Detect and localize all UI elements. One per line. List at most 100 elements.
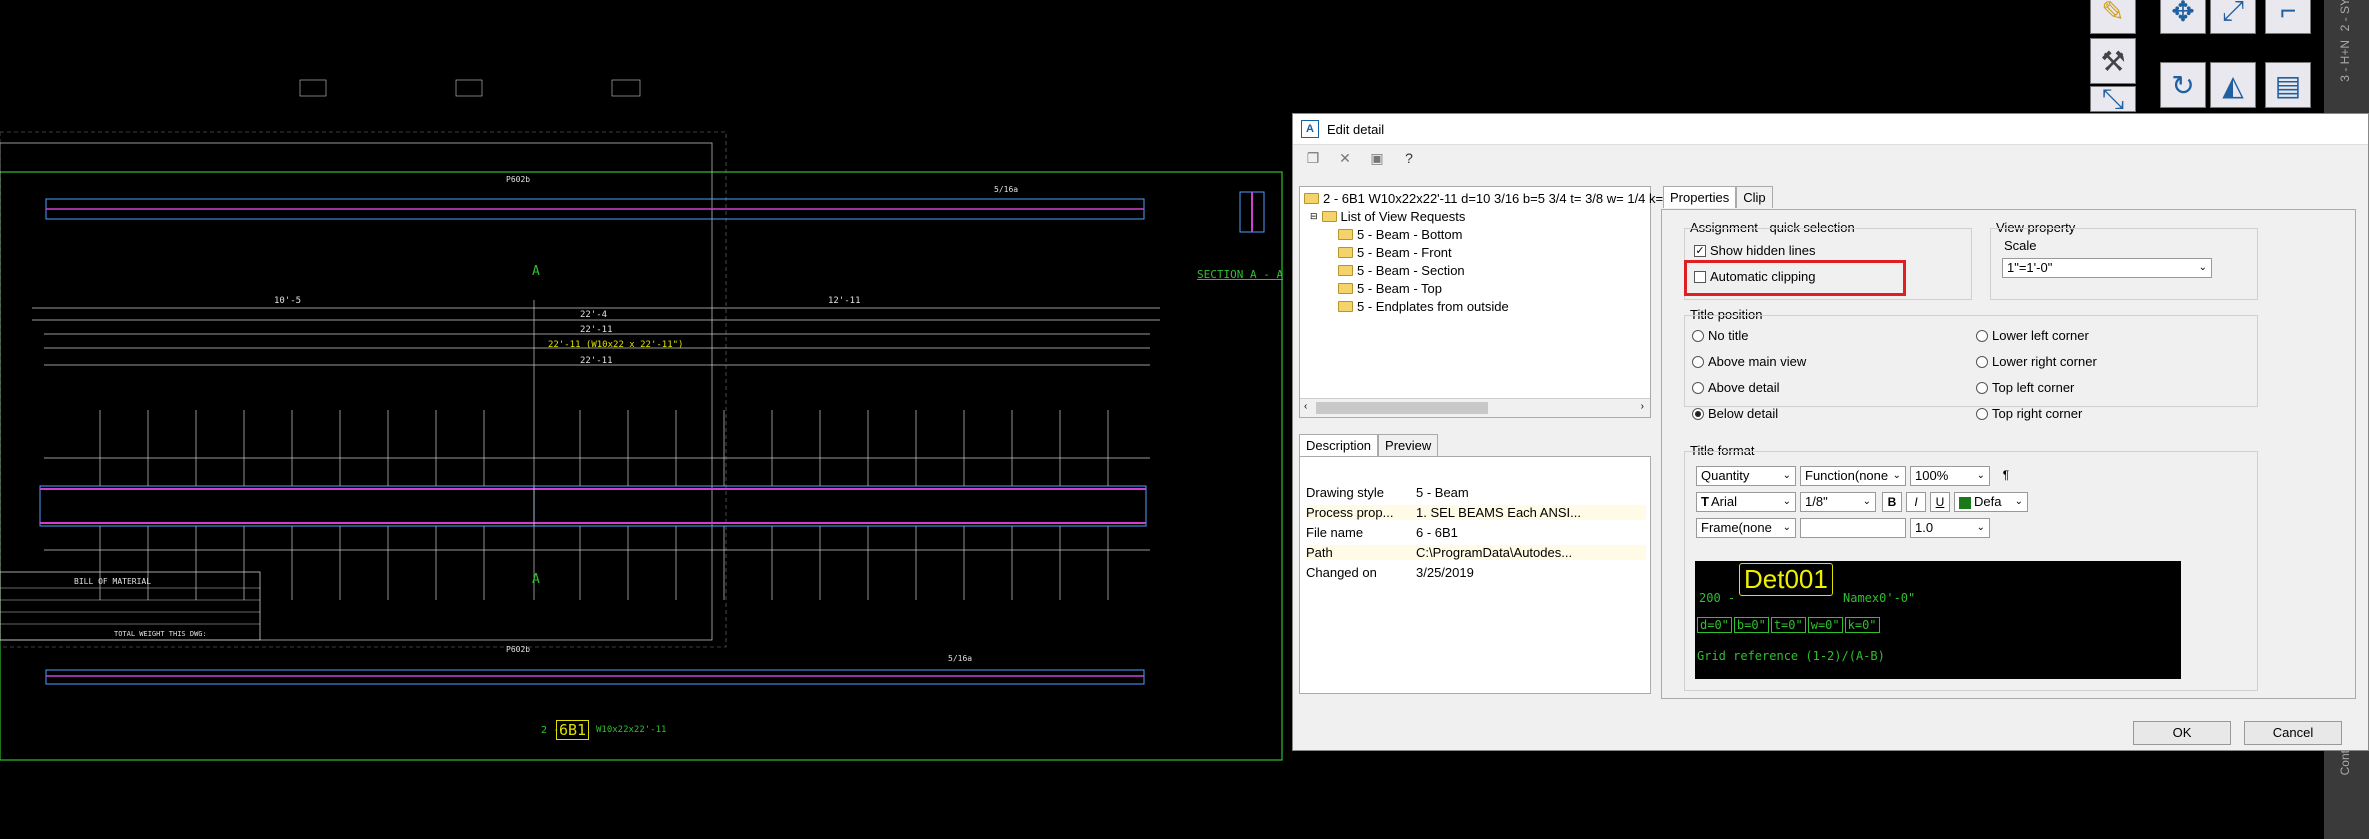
- dim-label: 10'-5: [274, 296, 302, 306]
- radio-label: Top left corner: [1992, 380, 2075, 395]
- scroll-thumb[interactable]: [1316, 402, 1488, 414]
- detail-tree[interactable]: 2 - 6B1 W10x22x22'-11 d=10 3/16 b=5 3/4 …: [1299, 186, 1663, 418]
- tab-preview[interactable]: Preview: [1378, 434, 1439, 456]
- cancel-button[interactable]: Cancel: [2244, 721, 2342, 745]
- color-select[interactable]: Defa⌄: [1954, 492, 2028, 512]
- profile-icon[interactable]: ⌐: [2265, 0, 2311, 34]
- chevron-down-icon: ⌄: [1782, 496, 1791, 507]
- underline-button[interactable]: U: [1930, 492, 1950, 512]
- bold-button[interactable]: B: [1882, 492, 1902, 512]
- quantity-select[interactable]: Quantity⌄: [1696, 466, 1796, 486]
- ok-button[interactable]: OK: [2133, 721, 2231, 745]
- tree-hscrollbar[interactable]: ‹ ›: [1300, 398, 1650, 417]
- radio-button[interactable]: [1976, 381, 1988, 394]
- percent-select[interactable]: 100%⌄: [1910, 466, 1990, 486]
- checkbox-box[interactable]: [1694, 270, 1706, 283]
- weld-label: 5/16a: [948, 654, 973, 663]
- tree-item[interactable]: 5 - Endplates from outside: [1338, 299, 1509, 314]
- scroll-left-icon[interactable]: ‹: [1304, 401, 1308, 412]
- show-hidden-lines-checkbox[interactable]: ✓ Show hidden lines: [1694, 243, 1816, 258]
- radio-below-detail[interactable]: Below detail: [1692, 406, 1778, 421]
- select-value: 1.0: [1915, 520, 1934, 535]
- preview-box: d=0": [1697, 617, 1732, 633]
- collapse-icon[interactable]: ⊟: [1310, 211, 1318, 221]
- radio-above-detail[interactable]: Above detail: [1692, 380, 1780, 395]
- desc-value: 3/25/2019: [1416, 565, 1474, 580]
- radio-button[interactable]: [1692, 329, 1704, 342]
- save-icon[interactable]: ▣: [1370, 149, 1384, 166]
- chevron-down-icon: ⌄: [2198, 262, 2207, 273]
- automatic-clipping-checkbox[interactable]: Automatic clipping: [1694, 269, 1816, 284]
- mirror-icon[interactable]: ◭: [2210, 62, 2256, 108]
- title-position-label: Title position: [1688, 307, 1765, 322]
- tree-item-label: 5 - Endplates from outside: [1357, 299, 1509, 314]
- radio-no-title[interactable]: No title: [1692, 328, 1748, 343]
- dialog-titlebar[interactable]: A Edit detail: [1293, 114, 2368, 145]
- desc-key: File name: [1306, 525, 1364, 540]
- section-marker: A: [532, 264, 540, 279]
- tab-description[interactable]: Description: [1299, 434, 1379, 456]
- title-format-group: [1684, 451, 2258, 691]
- radio-button[interactable]: [1692, 355, 1704, 368]
- tree-list-node[interactable]: ⊟List of View Requests: [1310, 209, 1465, 224]
- radio-above-main-view[interactable]: Above main view: [1692, 354, 1806, 369]
- radio-button[interactable]: [1976, 355, 1988, 368]
- align-icon[interactable]: ▤: [2265, 62, 2311, 108]
- radio-lower-right-corner[interactable]: Lower right corner: [1976, 354, 2097, 369]
- bom-total: TOTAL WEIGHT THIS DWG:: [114, 630, 207, 638]
- rotate-icon[interactable]: ↻: [2160, 62, 2206, 108]
- scale-label: Scale: [2002, 238, 2039, 253]
- help-icon[interactable]: ?: [1405, 150, 1413, 166]
- tree-root[interactable]: 2 - 6B1 W10x22x22'-11 d=10 3/16 b=5 3/4 …: [1304, 191, 1663, 206]
- side-tab[interactable]: 2 - SY: [2338, 0, 2352, 32]
- checkbox-box[interactable]: ✓: [1694, 244, 1706, 257]
- checkbox-label: Show hidden lines: [1710, 243, 1816, 258]
- tree-item[interactable]: 5 - Beam - Front: [1338, 245, 1452, 260]
- scroll-right-icon[interactable]: ›: [1640, 401, 1644, 412]
- assignment-group-label: Assignment - quick selection: [1688, 220, 1857, 235]
- copy-icon[interactable]: ❐: [1306, 149, 1320, 166]
- preview-line3: Grid reference (1-2)/(A-B): [1697, 649, 1885, 663]
- radio-button[interactable]: [1976, 329, 1988, 342]
- radio-label: Top right corner: [1992, 406, 2083, 421]
- chevron-down-icon: ⌄: [1862, 496, 1871, 507]
- tree-item[interactable]: 5 - Beam - Section: [1338, 263, 1465, 278]
- radio-lower-left-corner[interactable]: Lower left corner: [1976, 328, 2089, 343]
- scale-icon[interactable]: ⤢: [2210, 0, 2256, 34]
- radio-button[interactable]: [1692, 407, 1704, 420]
- delete-icon[interactable]: ✕: [1339, 149, 1351, 166]
- dialog-title: Edit detail: [1327, 121, 1385, 137]
- pilcrow-button[interactable]: ¶: [2002, 468, 2010, 482]
- size-select[interactable]: 1/8"⌄: [1800, 492, 1876, 512]
- radio-button[interactable]: [1976, 407, 1988, 420]
- radio-button[interactable]: [1692, 381, 1704, 394]
- blank-select[interactable]: [1800, 518, 1906, 538]
- preview-title: Det001: [1739, 563, 1833, 596]
- title-preview: Det001 200 - Namex0'-0" d=0" b=0" t=0" w…: [1695, 561, 2181, 679]
- tree-item-label: 5 - Beam - Section: [1357, 263, 1465, 278]
- folder-icon: [1338, 283, 1353, 294]
- desc-key: Path: [1306, 545, 1333, 560]
- scale-select[interactable]: 1"=1'-0"⌄: [2002, 258, 2212, 278]
- radio-top-left-corner[interactable]: Top left corner: [1976, 380, 2074, 395]
- radio-top-right-corner[interactable]: Top right corner: [1976, 406, 2082, 421]
- tab-properties[interactable]: Properties: [1663, 186, 1737, 208]
- tab-clip[interactable]: Clip: [1736, 186, 1773, 208]
- frame-select[interactable]: Frame(none⌄: [1696, 518, 1796, 538]
- side-tab[interactable]: 3 - H+N: [2338, 40, 2352, 82]
- function-select[interactable]: Function(none⌄: [1800, 466, 1906, 486]
- stretch-icon[interactable]: ⤡: [2090, 83, 2136, 114]
- highlight-box: [1684, 260, 1906, 296]
- ratio-select[interactable]: 1.0⌄: [1910, 518, 1990, 538]
- tree-item[interactable]: 5 - Beam - Top: [1338, 281, 1442, 296]
- select-value: Arial: [1710, 494, 1737, 509]
- move-icon[interactable]: ✥: [2160, 0, 2206, 34]
- tools-icon[interactable]: ⚒: [2090, 38, 2136, 84]
- pencil-icon[interactable]: ✎: [2090, 0, 2136, 34]
- part-mark: P602b: [506, 645, 531, 654]
- dim-label: 22'-4: [580, 310, 608, 320]
- tree-item[interactable]: 5 - Beam - Bottom: [1338, 227, 1462, 242]
- italic-button[interactable]: I: [1906, 492, 1926, 512]
